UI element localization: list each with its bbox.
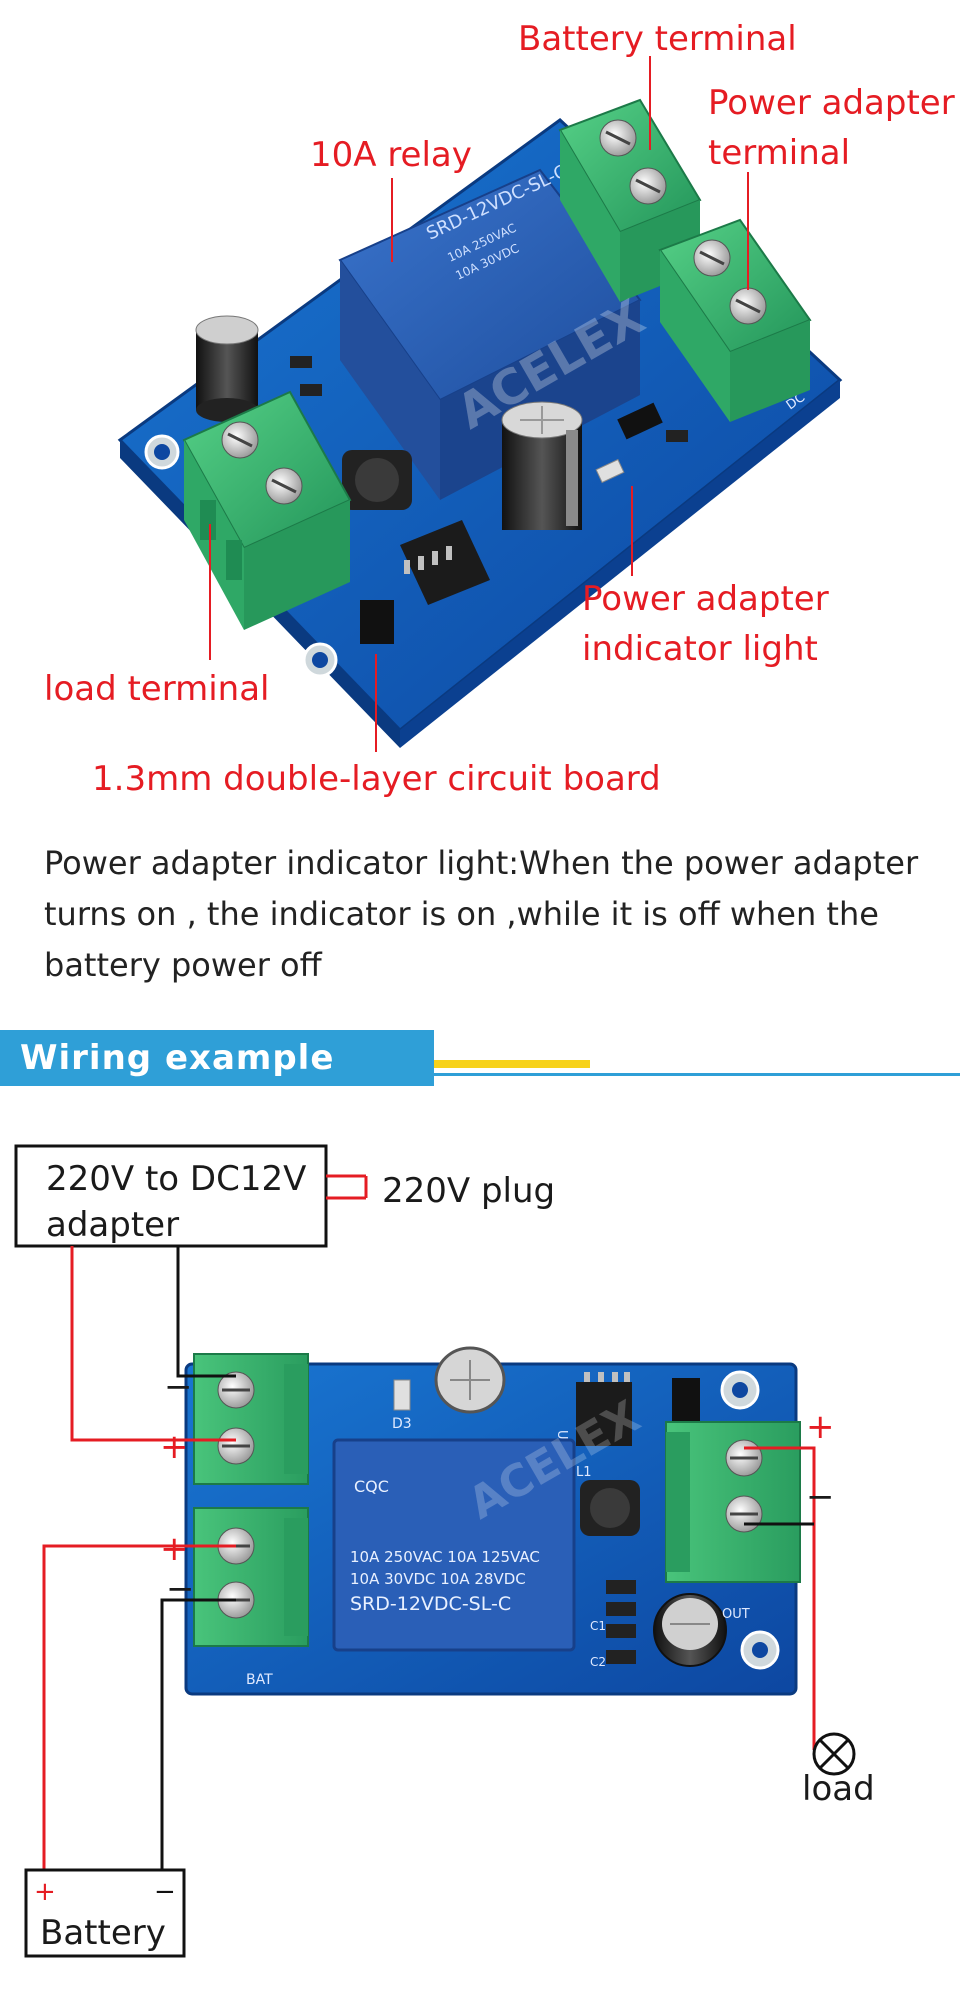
label-load-terminal: load terminal <box>44 669 270 709</box>
indicator-led <box>393 1379 411 1411</box>
ic-chip <box>576 1372 632 1446</box>
banner-divider <box>434 1073 960 1076</box>
board-text: D3 <box>392 1416 412 1432</box>
power-adapter-terminal-block <box>658 218 812 422</box>
adapter-label: 220V to DC12V <box>46 1159 306 1199</box>
polarity-minus: − <box>166 1569 195 1609</box>
plug-wires <box>326 1174 368 1200</box>
battery-label: Battery <box>40 1913 166 1953</box>
banner-tab: Wiring example <box>0 1030 434 1086</box>
board-photo: SRD-12VDC-SL-C 10A 250VAC 10A 30VDC <box>44 19 955 799</box>
callout-lines <box>209 56 749 752</box>
capacitor <box>501 401 583 530</box>
load-label: load <box>802 1769 875 1809</box>
indicator-led <box>595 458 625 484</box>
capacitor <box>653 1593 727 1667</box>
banner-accent <box>434 1060 590 1068</box>
diode <box>360 600 394 644</box>
battery-plus: + <box>34 1877 56 1907</box>
battery-box <box>24 1868 186 1958</box>
board-text: C2 <box>590 1655 606 1669</box>
board-text: C1 <box>590 1619 606 1633</box>
load-terminal-block <box>665 1421 801 1583</box>
battery-minus: − <box>154 1877 176 1907</box>
board-text: BAT <box>246 1672 273 1688</box>
load-terminal-block <box>182 390 352 630</box>
smd-part <box>290 356 312 368</box>
inductor <box>342 450 412 510</box>
label-indicator-light: Power adapter <box>582 579 829 619</box>
description-line: battery power off <box>44 946 322 984</box>
label-circuit-board: 1.3mm double-layer circuit board <box>92 759 661 799</box>
label-power-adapter-terminal: Power adapter <box>708 83 955 123</box>
capacitor <box>195 315 259 422</box>
indicator-description: Power adapter indicator light:When the p… <box>44 838 934 991</box>
adapter-label-2: adapter <box>46 1205 179 1245</box>
battery-terminal-block <box>193 1507 309 1647</box>
label-indicator-light-2: indicator light <box>582 629 818 669</box>
inductor <box>580 1480 640 1536</box>
relay: SRD-12VDC-SL-C 10A 250VAC 10A 30VDC <box>338 161 642 500</box>
load-lamp <box>812 1732 856 1776</box>
smd-part <box>617 402 663 440</box>
smd-part <box>300 384 322 396</box>
label-battery-terminal: Battery terminal <box>518 19 797 59</box>
section-banner: Wiring example <box>0 1030 960 1086</box>
section-title: Wiring example <box>20 1038 335 1078</box>
label-power-adapter-terminal-2: terminal <box>708 133 850 173</box>
board-text: OUT <box>722 1607 750 1622</box>
relay-brand: CQC <box>354 1477 389 1496</box>
relay: CQC 10A 250VAC 10A 125VAC 10A 30VDC 10A … <box>332 1438 576 1652</box>
polarity-plus: + <box>806 1407 835 1447</box>
relay-rating-text: 10A 30VDC 10A 28VDC <box>350 1570 526 1588</box>
polarity-plus: + <box>160 1529 189 1569</box>
description-line: Power adapter indicator light:When the p… <box>44 844 919 882</box>
description-line: turns on , the indicator is on ,while it… <box>44 895 879 933</box>
polarity-minus: − <box>806 1477 835 1517</box>
relay-rating-text: 10A 250VAC 10A 125VAC <box>350 1548 540 1566</box>
polarity-plus: + <box>160 1427 189 1467</box>
smd-part <box>666 430 688 442</box>
ic-chip <box>400 520 490 605</box>
capacitor <box>434 1346 506 1414</box>
adapter-box <box>14 1144 328 1248</box>
smd-parts <box>606 1580 636 1664</box>
relay-model-text: SRD-12VDC-SL-C <box>350 1593 511 1615</box>
plug-label: 220V plug <box>382 1171 555 1211</box>
wiring-diagram: 220V to DC12V adapter 220V plug <box>14 1144 875 1958</box>
polarity-minus: − <box>164 1367 193 1407</box>
label-relay: 10A relay <box>310 135 472 175</box>
adapter-terminal-block <box>193 1353 309 1485</box>
board-text: L1 <box>576 1465 592 1480</box>
wires <box>42 1246 816 1874</box>
